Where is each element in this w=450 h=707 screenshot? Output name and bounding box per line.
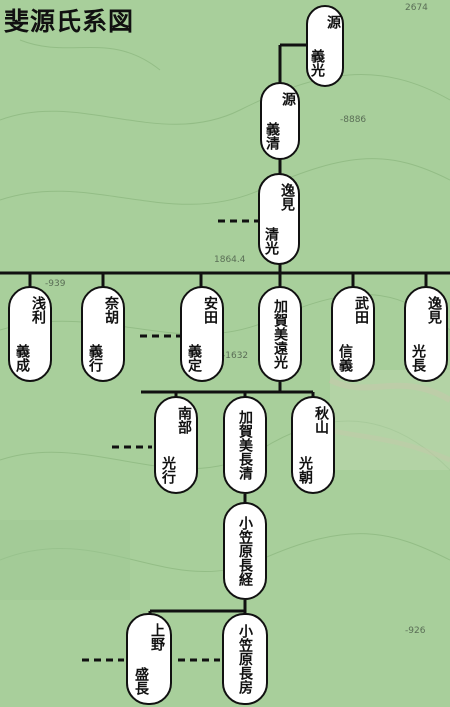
map-label: 2674 bbox=[405, 3, 428, 13]
family-name: 源 bbox=[280, 92, 296, 106]
family-node-nago-yoshiyuki: 奈胡 義行 bbox=[81, 286, 125, 382]
family-name: 浅利 bbox=[30, 296, 46, 324]
map-label: -8886 bbox=[340, 115, 366, 125]
given-name: 光行 bbox=[160, 456, 176, 484]
map-label: -1632 bbox=[222, 351, 248, 361]
family-node-yasuda-yoshisada: 安田 義定 bbox=[180, 286, 224, 382]
full-name: 小笠原長房 bbox=[237, 624, 253, 694]
family-name: 安田 bbox=[202, 296, 218, 324]
given-name: 義清 bbox=[264, 122, 280, 150]
given-name: 義光 bbox=[309, 49, 325, 77]
page-title: 斐源氏系図 bbox=[4, 7, 135, 36]
family-node-ogasawara-nagafusa: 小笠原長房 bbox=[222, 613, 268, 705]
family-node-minamoto-yoshikiyo: 源 義清 bbox=[260, 82, 300, 160]
family-node-kagami-tomitsu: 加賀美遠光 bbox=[258, 286, 302, 382]
given-name: 義定 bbox=[186, 344, 202, 372]
given-name: 光朝 bbox=[297, 456, 313, 484]
family-name: 逸見 bbox=[426, 296, 442, 324]
map-label: -926 bbox=[405, 626, 426, 636]
family-name: 南部 bbox=[176, 406, 192, 434]
family-node-minamoto-yoshimitsu: 源 義光 bbox=[306, 5, 344, 87]
family-node-asari-yoshinari: 浅利 義成 bbox=[8, 286, 52, 382]
family-node-henmi-kiyomitsu: 逸見 清光 bbox=[258, 173, 300, 265]
family-name: 上野 bbox=[149, 623, 165, 651]
full-name: 加賀美遠光 bbox=[272, 299, 288, 369]
family-node-akiyama-mitsutomo: 秋山 光朝 bbox=[291, 396, 335, 494]
family-node-kagami-nagakiyo: 加賀美長清 bbox=[223, 396, 267, 494]
full-name: 加賀美長清 bbox=[237, 410, 253, 480]
given-name: 盛長 bbox=[133, 667, 149, 695]
given-name: 光長 bbox=[410, 344, 426, 372]
given-name: 義行 bbox=[87, 344, 103, 372]
map-label: 1864.4 bbox=[214, 255, 246, 265]
full-name: 小笠原長経 bbox=[237, 516, 253, 586]
family-node-takeda-nobuyoshi: 武田 信義 bbox=[331, 286, 375, 382]
family-name: 源 bbox=[325, 15, 341, 29]
map-label: -939 bbox=[45, 279, 66, 289]
given-name: 信義 bbox=[337, 344, 353, 372]
family-node-henmi-mitsunaga: 逸見 光長 bbox=[404, 286, 448, 382]
family-name: 秋山 bbox=[313, 406, 329, 434]
given-name: 義成 bbox=[14, 344, 30, 372]
family-name: 武田 bbox=[353, 296, 369, 324]
family-node-ogasawara-nagatsune: 小笠原長経 bbox=[223, 502, 267, 600]
family-name: 奈胡 bbox=[103, 296, 119, 324]
family-name: 逸見 bbox=[279, 183, 295, 211]
family-node-ueno-morinaga: 上野 盛長 bbox=[126, 613, 172, 705]
family-node-nanbu-mitsuyuki: 南部 光行 bbox=[154, 396, 198, 494]
given-name: 清光 bbox=[263, 227, 279, 255]
